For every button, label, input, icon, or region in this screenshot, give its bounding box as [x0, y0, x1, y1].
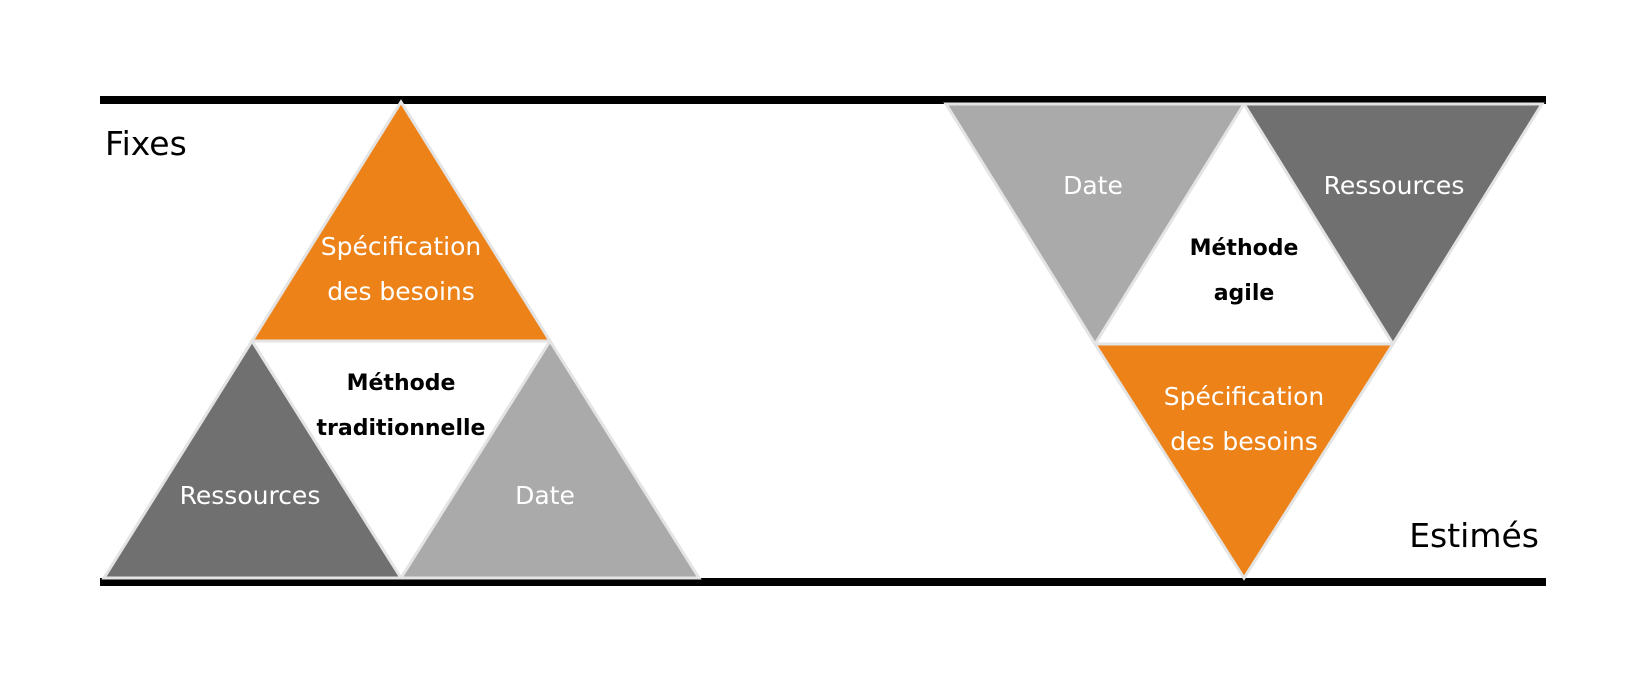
agile-specification-triangle	[1092, 342, 1396, 581]
agile-date-triangle	[943, 102, 1247, 347]
agile-specification-label-line1: Spécification	[1164, 382, 1325, 411]
traditional-date-triangle	[398, 338, 702, 580]
traditional-ressources-label: Ressources	[180, 481, 321, 510]
agile-specification-label-line2: des besoins	[1170, 427, 1318, 456]
traditional-date-label: Date	[515, 481, 575, 510]
agile-center-label-line1: Méthode	[1190, 236, 1299, 261]
traditional-specification-triangle	[249, 99, 553, 343]
traditional-method-group: Spécification des besoins Méthode tradit…	[101, 99, 702, 580]
agile-center-label-line2: agile	[1214, 281, 1275, 306]
agile-ressources-label: Ressources	[1324, 171, 1465, 200]
top-band	[100, 96, 1546, 104]
fixed-label: Fixes	[105, 124, 187, 163]
traditional-center-label-line2: traditionnelle	[317, 416, 486, 441]
agile-date-label: Date	[1063, 171, 1123, 200]
agile-ressources-triangle	[1241, 102, 1545, 347]
estimated-label: Estimés	[1409, 516, 1539, 555]
traditional-center-label-line1: Méthode	[347, 371, 456, 396]
traditional-specification-label-line1: Spécification	[321, 232, 482, 261]
bottom-band	[100, 578, 1546, 586]
agile-method-group: Date Ressources Méthode agile Spécificat…	[943, 102, 1545, 581]
traditional-ressources-triangle	[101, 338, 404, 580]
traditional-specification-label-line2: des besoins	[327, 277, 475, 306]
